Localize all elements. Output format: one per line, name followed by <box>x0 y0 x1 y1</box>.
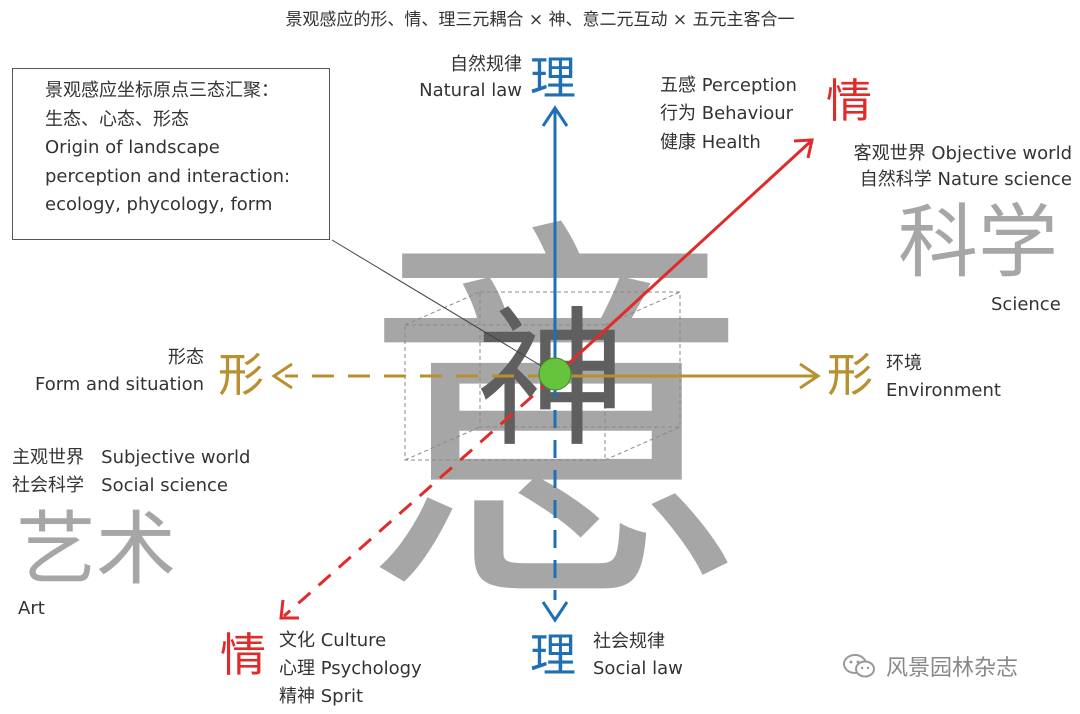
art-en-label: Art <box>18 598 45 619</box>
lower-left-char: 情 <box>220 628 266 682</box>
callout-line: ecology, phycology, form <box>45 194 273 215</box>
origin-callout-box: 景观感应坐标原点三态汇聚： 生态、心态、形态 Origin of landsca… <box>12 68 330 240</box>
left-axis-label-cn: 形态 <box>168 347 204 368</box>
bottom-axis-label-cn: 社会规律 <box>593 631 665 652</box>
upper-right-item: 健康 Health <box>660 132 761 153</box>
axis-diagonal-upper <box>553 140 812 378</box>
art-big-text: 艺术 <box>16 503 176 596</box>
top-axis-label-en: Natural law <box>419 80 522 101</box>
science-big-text: 科学 <box>898 196 1058 289</box>
art-line: 社会科学 Social science <box>12 475 228 496</box>
arrowhead-top <box>541 105 569 127</box>
wireframe-cube <box>404 291 681 461</box>
bottom-axis-char: 理 <box>530 628 576 682</box>
axis-diagonal-lower <box>283 376 554 618</box>
origin-point <box>538 357 572 391</box>
lower-left-item: 精神 Sprit <box>279 686 364 707</box>
callout-line: Origin of landscape <box>45 137 220 158</box>
callout-line: perception and interaction: <box>45 165 291 187</box>
right-axis-label-en: Environment <box>886 380 1001 401</box>
upper-right-char: 情 <box>826 74 872 128</box>
science-en-label: Science <box>991 294 1061 315</box>
science-line: 客观世界 Objective world <box>853 143 1072 164</box>
diagram-title: 景观感应的形、情、理三元耦合 × 神、意二元互动 × 五元主客合一 <box>285 10 795 30</box>
top-axis-char: 理 <box>530 51 576 105</box>
upper-right-item: 行为 Behaviour <box>660 103 794 124</box>
wechat-icon <box>843 654 875 678</box>
arrowhead-lower-left <box>279 599 299 620</box>
callout-line: 景观感应坐标原点三态汇聚： <box>45 80 279 101</box>
callout-line: 生态、心态、形态 <box>45 108 189 130</box>
right-axis-char: 形 <box>827 348 873 402</box>
arrowhead-bottom <box>541 601 569 623</box>
watermark-text: 风景园林杂志 <box>886 656 1019 681</box>
upper-right-item: 五感 Perception <box>660 75 797 96</box>
top-axis-label-cn: 自然规律 <box>450 54 522 75</box>
left-axis-label-en: Form and situation <box>34 374 204 395</box>
arrowhead-right <box>799 362 821 390</box>
right-axis-label-cn: 环境 <box>886 353 922 374</box>
science-line: 自然科学 Nature science <box>859 169 1072 190</box>
bottom-axis-label-en: Social law <box>593 658 683 679</box>
left-axis-char: 形 <box>218 348 264 402</box>
lower-left-item: 心理 Psychology <box>279 658 422 679</box>
arrowhead-upper-right <box>793 138 814 159</box>
callout-leader-line <box>331 239 554 374</box>
lower-left-item: 文化 Culture <box>279 630 387 651</box>
arrowhead-left <box>271 362 293 390</box>
art-line: 主观世界 Subjective world <box>12 447 251 468</box>
watermark: 风景园林杂志 <box>842 650 1018 682</box>
